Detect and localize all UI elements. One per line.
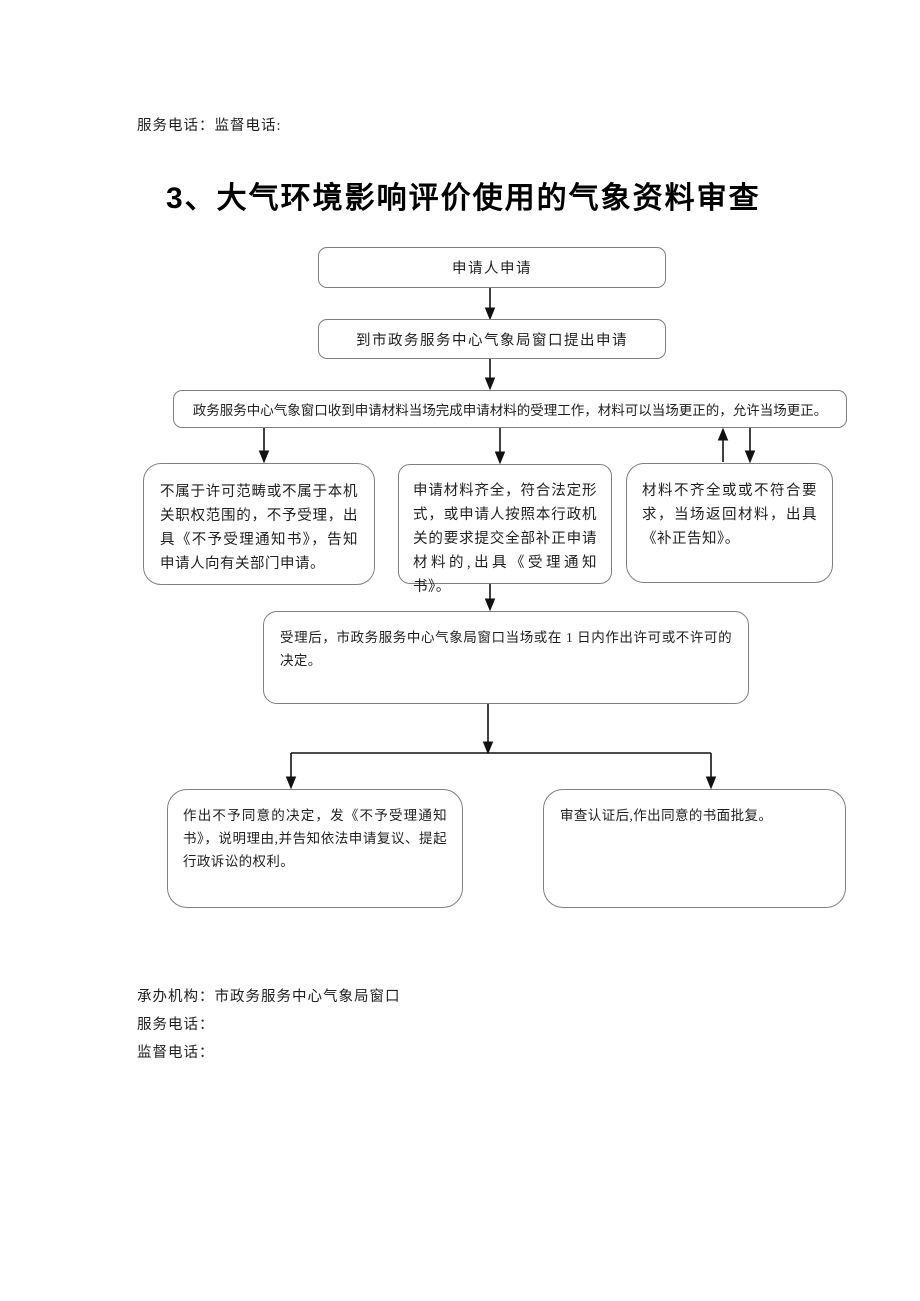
flow-node-accept: 申请材料齐全，符合法定形式，或申请人按照本行政机关的要求提交全部补正申请材料的,…: [398, 464, 612, 595]
arrowhead-down-icon: [285, 776, 297, 790]
flow-node-apply-label: 申请人申请: [452, 261, 532, 277]
flow-node-disagree-label: 作出不予同意的决定，发《不予受理通知书》，说明理由,并告知依法申请复议、提起行政…: [183, 808, 447, 869]
connector-branch-to-agree: [705, 753, 717, 790]
footer-agency: 承办机构：市政务服务中心气象局窗口: [137, 989, 401, 1005]
flow-node-reject: 不属于许可范畴或不属于本机关职权范围的，不予受理，出具《不予受理通知书》，告知申…: [143, 463, 375, 585]
arrowhead-down-icon: [258, 450, 270, 464]
connector-supplement-to-receive-up: [717, 427, 729, 462]
connector-apply-to-submit: [484, 288, 496, 321]
contact-line-top: 服务电话：监督电话:: [137, 118, 282, 134]
flow-node-decision-label: 受理后，市政务服务中心气象局窗口当场或在 1 日内作出许可或不许可的决定。: [280, 630, 732, 668]
flow-node-reject-label: 不属于许可范畴或不属于本机关职权范围的，不予受理，出具《不予受理通知书》，告知申…: [160, 484, 358, 572]
arrowhead-down-icon: [484, 598, 496, 612]
flow-node-apply: 申请人申请: [318, 247, 666, 288]
arrowhead-down-icon: [705, 776, 717, 790]
flow-node-agree-label: 审查认证后,作出同意的书面批复。: [560, 808, 773, 823]
connector-receive-to-accept: [494, 428, 506, 465]
flow-node-submit-label: 到市政务服务中心气象局窗口提出申请: [356, 332, 628, 349]
footer-service-phone: 服务电话：: [137, 1017, 215, 1033]
connector-receive-to-reject: [258, 428, 270, 464]
page-title: 3、大气环境影响评价使用的气象资料审查: [166, 182, 761, 215]
arrowhead-down-icon: [744, 450, 756, 464]
flow-node-receive-label: 政务服务中心气象窗口收到申请材料当场完成申请材料的受理工作，材料可以当场更正的，…: [192, 403, 828, 418]
flow-node-agree: 审查认证后,作出同意的书面批复。: [543, 789, 846, 908]
flow-node-receive: 政务服务中心气象窗口收到申请材料当场完成申请材料的受理工作，材料可以当场更正的，…: [173, 390, 847, 428]
footer-supervision-phone: 监督电话：: [137, 1045, 215, 1061]
flow-node-decision: 受理后，市政务服务中心气象局窗口当场或在 1 日内作出许可或不许可的决定。: [263, 611, 749, 704]
flow-node-submit: 到市政务服务中心气象局窗口提出申请: [318, 319, 666, 359]
arrowhead-up-icon: [717, 427, 729, 441]
connector-receive-to-supplement-down: [744, 428, 756, 464]
flow-node-supplement: 材料不齐全或或不符合要求，当场返回材料，出具《补正告知》。: [626, 463, 833, 583]
connector-branch-to-disagree: [285, 753, 297, 790]
flow-node-supplement-label: 材料不齐全或或不符合要求，当场返回材料，出具《补正告知》。: [642, 483, 817, 547]
arrowhead-down-icon: [484, 377, 496, 391]
connector-submit-to-receive: [484, 359, 496, 391]
connector-accept-to-decision: [484, 584, 496, 612]
arrowhead-down-icon: [484, 307, 496, 321]
flow-node-disagree: 作出不予同意的决定，发《不予受理通知书》，说明理由,并告知依法申请复议、提起行政…: [167, 789, 463, 908]
arrowhead-down-icon: [482, 741, 494, 755]
flow-node-accept-label: 申请材料齐全，符合法定形式，或申请人按照本行政机关的要求提交全部补正申请材料的,…: [413, 483, 597, 595]
arrowhead-down-icon: [494, 451, 506, 465]
connector-decision-to-branch: [291, 704, 711, 755]
